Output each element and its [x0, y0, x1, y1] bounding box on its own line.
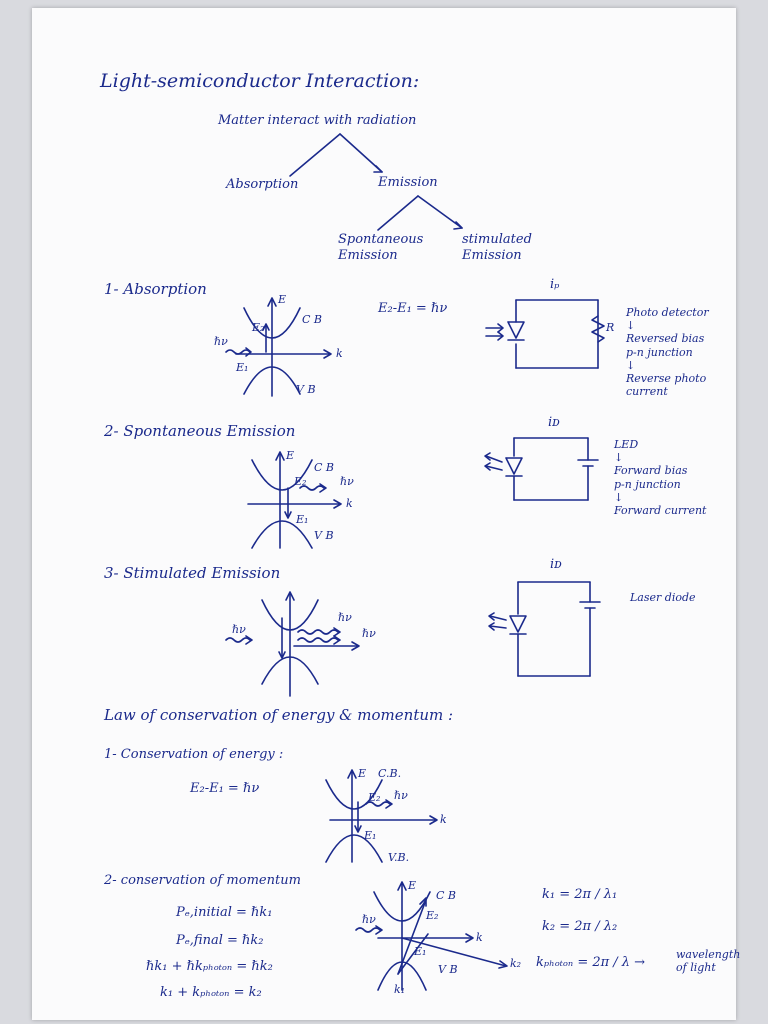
laser-note: Laser diode	[630, 591, 696, 604]
momentum-eq2: Pₑ,final = ℏk₂	[176, 933, 264, 948]
energy-e-label: E	[358, 767, 367, 780]
stimulated-hv-out1-label: ℏν	[338, 611, 352, 624]
energy-cb-label: C.B.	[378, 767, 402, 780]
tree-root: Matter interact with radiation	[218, 113, 417, 128]
stimulated-heading: 3- Stimulated Emission	[104, 564, 281, 582]
spontaneous-e-label: E	[286, 449, 295, 462]
momentum-e1-label: E₁	[414, 945, 427, 958]
momentum-e2-label: E₂	[426, 909, 439, 922]
momentum-k-label: k	[476, 931, 483, 944]
momentum-k2-label: k₂	[510, 957, 522, 970]
wavelength-note: wavelength of light	[676, 948, 741, 975]
absorption-hv-label: ℏν	[214, 335, 228, 348]
momentum-hv-label: ℏν	[362, 913, 376, 926]
absorption-e2-label: E₂	[252, 321, 265, 334]
spontaneous-vb-label: V B	[314, 529, 334, 542]
led-current-label: iᴅ	[548, 415, 560, 430]
tree-absorption: Absorption	[226, 177, 299, 192]
momentum-k1-label: k₁	[394, 983, 406, 996]
absorption-k-label: k	[336, 347, 343, 360]
photodetector-note: Photo detector ↓ Reversed bias p-n junct…	[626, 306, 709, 399]
energy-hv-label: ℏν	[394, 789, 408, 802]
tree-stimulated: stimulated Emission	[462, 232, 532, 263]
photodetector-current-label: iₚ	[550, 277, 560, 292]
momentum-eq3: ℏk₁ + ℏkₚₕₒₜₒₙ = ℏk₂	[146, 959, 273, 974]
spontaneous-heading: 2- Spontaneous Emission	[104, 422, 296, 440]
tree-emission: Emission	[378, 175, 438, 190]
energy-e1-label: E₁	[364, 829, 377, 842]
tree-spontaneous: Spontaneous Emission	[338, 232, 424, 263]
momentum-eq4: k₁ + kₚₕₒₜₒₙ = k₂	[160, 985, 262, 1000]
energy-equation: E₂-E₁ = ℏν	[190, 781, 260, 796]
energy-k-label: k	[440, 813, 447, 826]
energy-e2-label: E₂	[368, 791, 381, 804]
k1-definition: k₁ = 2π / λ₁	[542, 887, 618, 902]
spontaneous-cb-label: C B	[314, 461, 334, 474]
spontaneous-k-label: k	[346, 497, 353, 510]
absorption-e1-label: E₁	[236, 361, 249, 374]
momentum-heading: 2- conservation of momentum	[104, 873, 301, 888]
momentum-vb-label: V B	[438, 963, 458, 976]
spontaneous-e2-label: E₂	[294, 475, 307, 488]
page-title: Light-semiconductor Interaction:	[100, 70, 420, 92]
momentum-cb-label: C B	[436, 889, 456, 902]
note-page	[32, 8, 736, 1020]
kphoton-definition: kₚₕₒₜₒₙ = 2π / λ →	[536, 955, 646, 970]
absorption-cb-label: C B	[302, 313, 322, 326]
photodetector-resistor-label: R	[606, 321, 615, 334]
momentum-eq1: Pₑ,initial = ℏk₁	[176, 905, 273, 920]
absorption-heading: 1- Absorption	[104, 280, 207, 298]
led-note: LED ↓ Forward bias p-n junction ↓ Forwar…	[614, 438, 707, 517]
momentum-e-label: E	[408, 879, 417, 892]
absorption-equation: E₂-E₁ = ℏν	[378, 301, 448, 316]
laser-current-label: iᴅ	[550, 557, 562, 572]
k2-definition: k₂ = 2π / λ₂	[542, 919, 618, 934]
law-heading: Law of conservation of energy & momentum…	[104, 706, 454, 724]
spontaneous-hv-label: ℏν	[340, 475, 354, 488]
absorption-e-label: E	[278, 293, 287, 306]
stimulated-hv-out2-label: ℏν	[362, 627, 376, 640]
energy-vb-label: V.B.	[388, 851, 410, 864]
energy-heading: 1- Conservation of energy :	[104, 747, 284, 762]
spontaneous-e1-label: E₁	[296, 513, 309, 526]
absorption-vb-label: V B	[296, 383, 316, 396]
stimulated-hv-in-label: ℏν	[232, 623, 246, 636]
